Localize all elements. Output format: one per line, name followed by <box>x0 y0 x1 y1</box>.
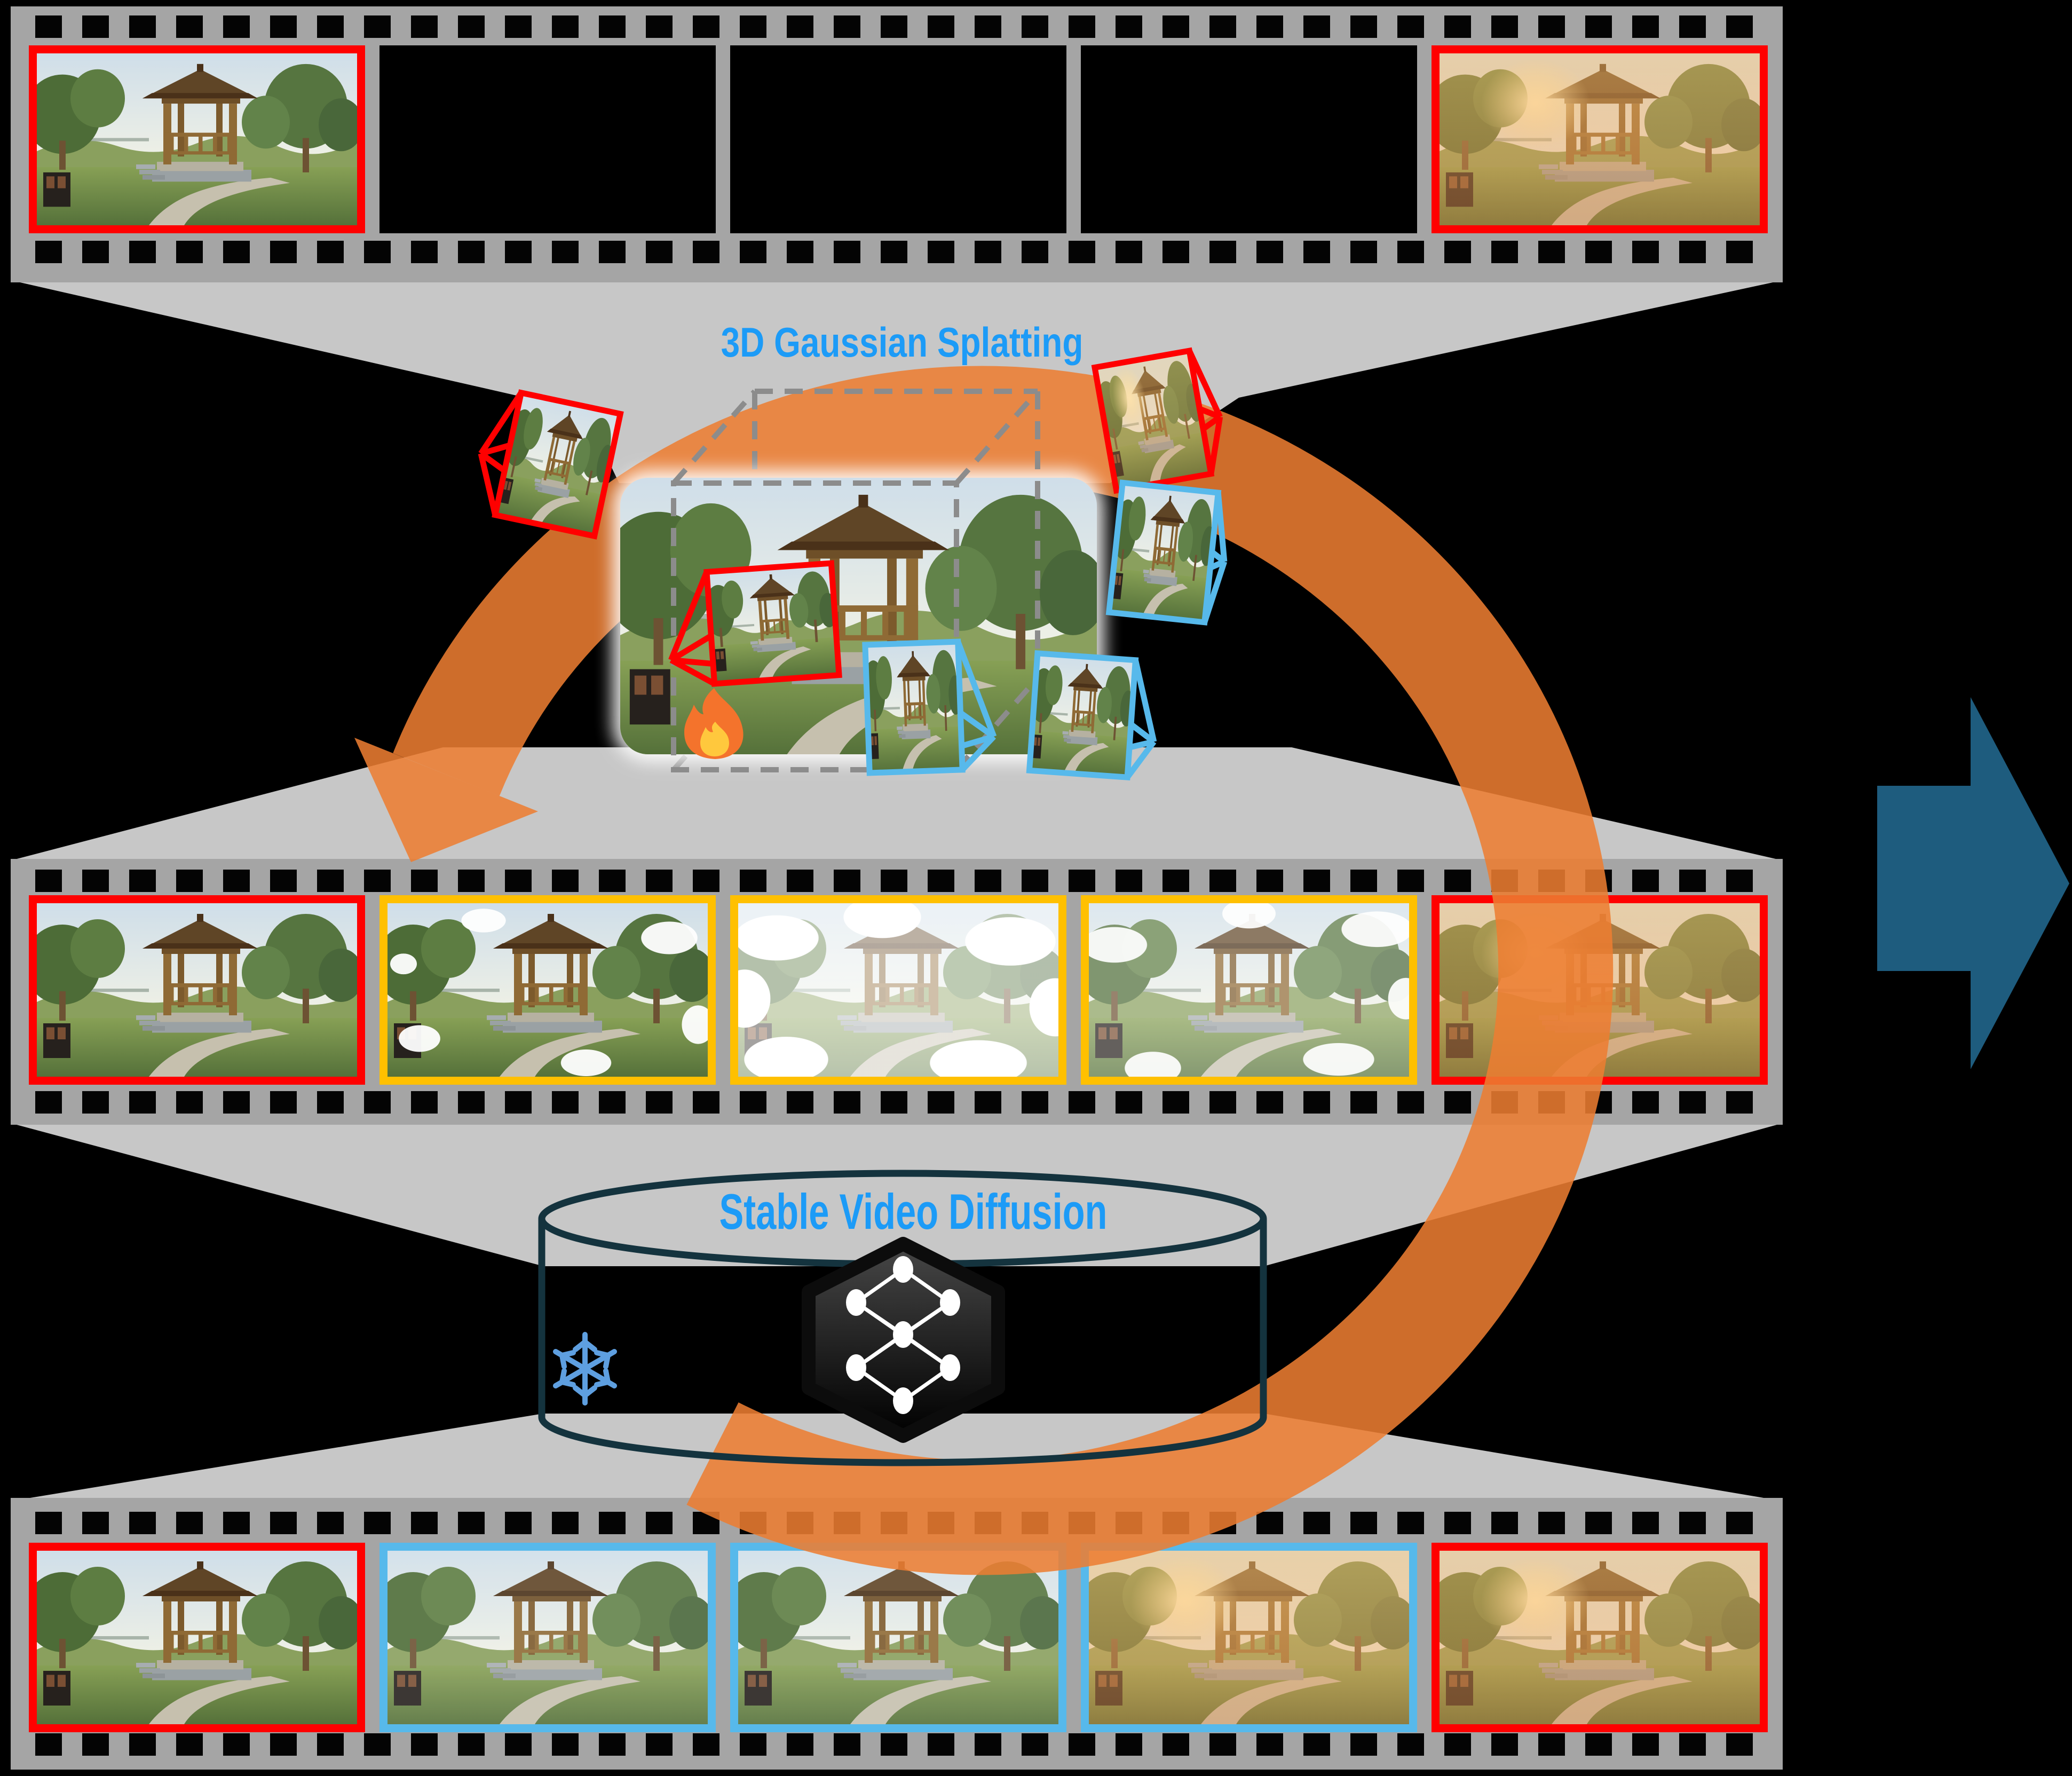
sprocket-holes <box>35 15 1758 38</box>
novel-camera-frustum-1 <box>1105 479 1228 626</box>
film-strip-input <box>11 6 1783 282</box>
film-frame-gaussian-rendered-video-day <box>29 895 365 1085</box>
film-frame-input-video-empty <box>730 45 1066 233</box>
gaussian-scene-render <box>613 470 1104 762</box>
film-frame-input-video-empty <box>1081 45 1417 233</box>
sprocket-holes <box>35 1091 1758 1114</box>
gaussian-volume-box-front <box>671 389 1040 772</box>
film-frame-input-video-empty <box>379 45 716 233</box>
novel-camera-frustum-2 <box>862 638 997 776</box>
sprocket-holes <box>35 1733 1758 1756</box>
input-camera-frustum-3 <box>1091 347 1223 494</box>
funnel-below-strip2 <box>11 1123 1783 1266</box>
input-camera-frustum-2 <box>668 560 842 687</box>
fire-icon <box>684 688 744 759</box>
sprocket-holes <box>35 870 1758 892</box>
film-frame-input-video-day <box>29 45 365 233</box>
snowflake-icon <box>553 1332 617 1406</box>
neural-network-icon <box>802 1237 1005 1443</box>
film-frame-diffusion-refined-video-day <box>29 1543 365 1732</box>
right-arrow-icon <box>1877 697 2069 1069</box>
cycle-arrow-icon <box>354 366 1614 1575</box>
novel-camera-frustum-3 <box>1026 650 1157 781</box>
sprocket-holes <box>35 241 1758 263</box>
input-camera-frustum-1 <box>478 389 624 540</box>
